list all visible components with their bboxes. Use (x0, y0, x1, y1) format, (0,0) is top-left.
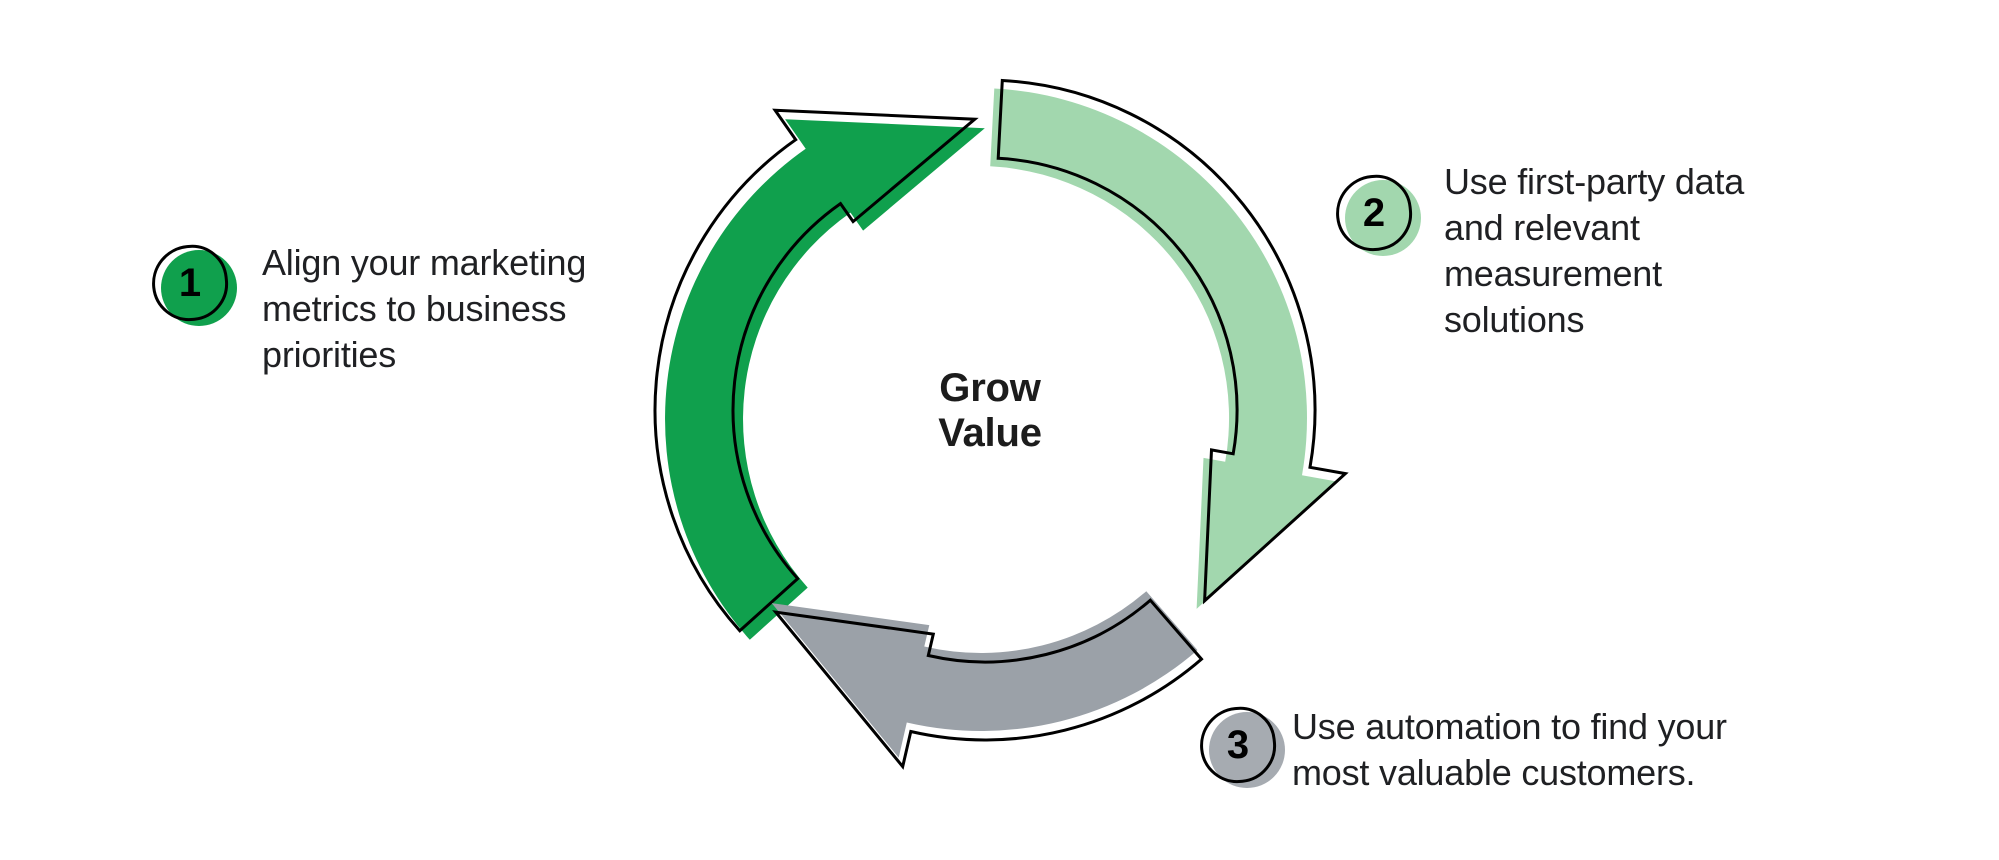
step-3-number: 3 (1226, 722, 1250, 767)
step-1-number: 1 (178, 260, 202, 305)
step-1-badge: 1 (148, 241, 237, 326)
step1-arrow-fill (665, 119, 985, 640)
cycle-center-label: Grow Value (938, 366, 1042, 455)
step2-arrow-fill (990, 88, 1338, 609)
step1-arrow-outline (653, 108, 979, 633)
step-3-badge-fill (1209, 712, 1285, 788)
step-2-label: Use first-party data and relevant measur… (1444, 161, 1745, 340)
step-3-label: Use automation to find your most valuabl… (1292, 706, 1727, 793)
step2-arrow-outline (996, 78, 1349, 605)
cycle-arrow-step2 (990, 78, 1349, 609)
cycle-arrow-step3 (771, 591, 1204, 770)
step-1-badge-fill (161, 250, 237, 326)
step-2-number: 2 (1362, 190, 1386, 235)
cycle-arrow-step1 (653, 108, 985, 640)
step-3-badge: 3 (1196, 703, 1285, 788)
step3-arrow-fill (771, 591, 1198, 758)
step-1-label: Align your marketing metrics to business… (262, 242, 587, 375)
step-2-badge-fill (1345, 180, 1421, 256)
step3-arrow-outline (772, 598, 1204, 770)
step-2-badge: 2 (1332, 171, 1421, 256)
